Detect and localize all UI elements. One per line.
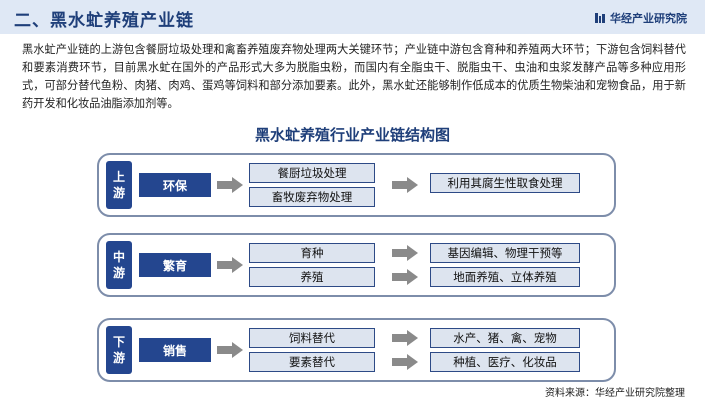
- process-box: 餐厨垃圾处理: [249, 163, 375, 183]
- brand-logo-icon: [595, 13, 605, 23]
- page-title: 二、黑水虻养殖产业链: [14, 11, 194, 31]
- stage-label-char: 下: [112, 335, 125, 349]
- outcome-box: 基因编辑、物理干预等: [430, 243, 580, 263]
- process-box: 畜牧废弃物处理: [249, 187, 375, 207]
- stage-label-char: 游: [112, 266, 125, 280]
- arrow-right-icon: [392, 245, 418, 261]
- arrow-right-icon: [392, 330, 418, 346]
- stage-label-char: 上: [112, 170, 125, 184]
- stage-label-char: 中: [112, 250, 125, 264]
- arrow-right-icon: [392, 354, 418, 370]
- arrow-right-icon: [392, 269, 418, 285]
- brand-name: 华经产业研究院: [610, 12, 687, 25]
- arrow-right-icon: [217, 342, 243, 358]
- source-note: 资料来源：华经产业研究院整理: [545, 388, 685, 399]
- outcome-box: 种植、医疗、化妆品: [430, 352, 580, 372]
- arrow-right-icon: [217, 257, 243, 273]
- stage-label: 中 游: [106, 241, 132, 289]
- header-bar: 二、黑水虻养殖产业链 华经产业研究院: [0, 0, 705, 34]
- intro-paragraph: 黑水虻产业链的上游包含餐厨垃圾处理和禽畜养殖废弃物处理两大关键环节；产业链中游包…: [22, 43, 686, 110]
- outcome-box: 地面养殖、立体养殖: [430, 267, 580, 287]
- category-box: 环保: [139, 173, 211, 197]
- stage-label: 下 游: [106, 326, 132, 374]
- arrow-right-icon: [392, 177, 418, 193]
- stage-label: 上 游: [106, 161, 132, 209]
- stage-downstream: 下 游 销售 饲料替代 要素替代 水产、猪、禽、宠物 种植、医疗、化妆品: [97, 318, 616, 382]
- process-box: 要素替代: [249, 352, 375, 372]
- outcome-box: 水产、猪、禽、宠物: [430, 328, 580, 348]
- stage-upstream: 上 游 环保 餐厨垃圾处理 畜牧废弃物处理 利用其腐生性取食处理: [97, 153, 616, 217]
- brand: 华经产业研究院: [595, 10, 687, 26]
- diagram-title: 黑水虻养殖行业产业链结构图: [254, 126, 450, 144]
- process-box: 育种: [249, 243, 375, 263]
- process-box: 养殖: [249, 267, 375, 287]
- process-box: 饲料替代: [249, 328, 375, 348]
- category-box: 繁育: [139, 253, 211, 277]
- arrow-right-icon: [217, 177, 243, 193]
- outcome-box: 利用其腐生性取食处理: [430, 173, 580, 193]
- category-box: 销售: [139, 338, 211, 362]
- stage-label-char: 游: [112, 186, 125, 200]
- stage-midstream: 中 游 繁育 育种 养殖 基因编辑、物理干预等 地面养殖、立体养殖: [97, 233, 616, 297]
- stage-label-char: 游: [112, 351, 125, 365]
